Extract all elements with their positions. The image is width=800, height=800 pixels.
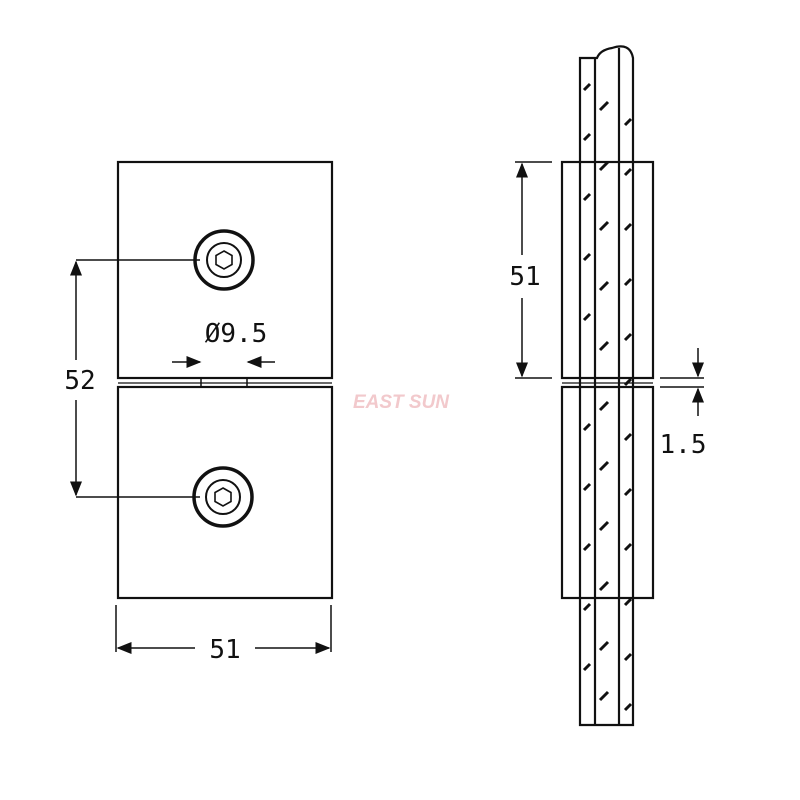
hole-spacing-label: 52 [64,366,95,396]
hole-dimension-label: Ø9.5 [205,319,268,349]
top-plate [116,160,334,380]
bottom-plate [116,385,334,600]
side-top-plate [560,160,655,380]
front-view [70,160,334,654]
plate-height-label: 51 [509,262,540,292]
bottom-screw-icon [192,466,254,528]
side-bottom-plate [560,385,655,600]
gap-label: 1.5 [660,430,707,460]
glass-hatching [582,82,633,712]
watermark: EAST SUN [353,392,450,413]
top-screw-icon [193,229,255,291]
side-view [515,45,704,727]
width-label: 51 [209,635,240,665]
glass-panel [578,45,635,727]
